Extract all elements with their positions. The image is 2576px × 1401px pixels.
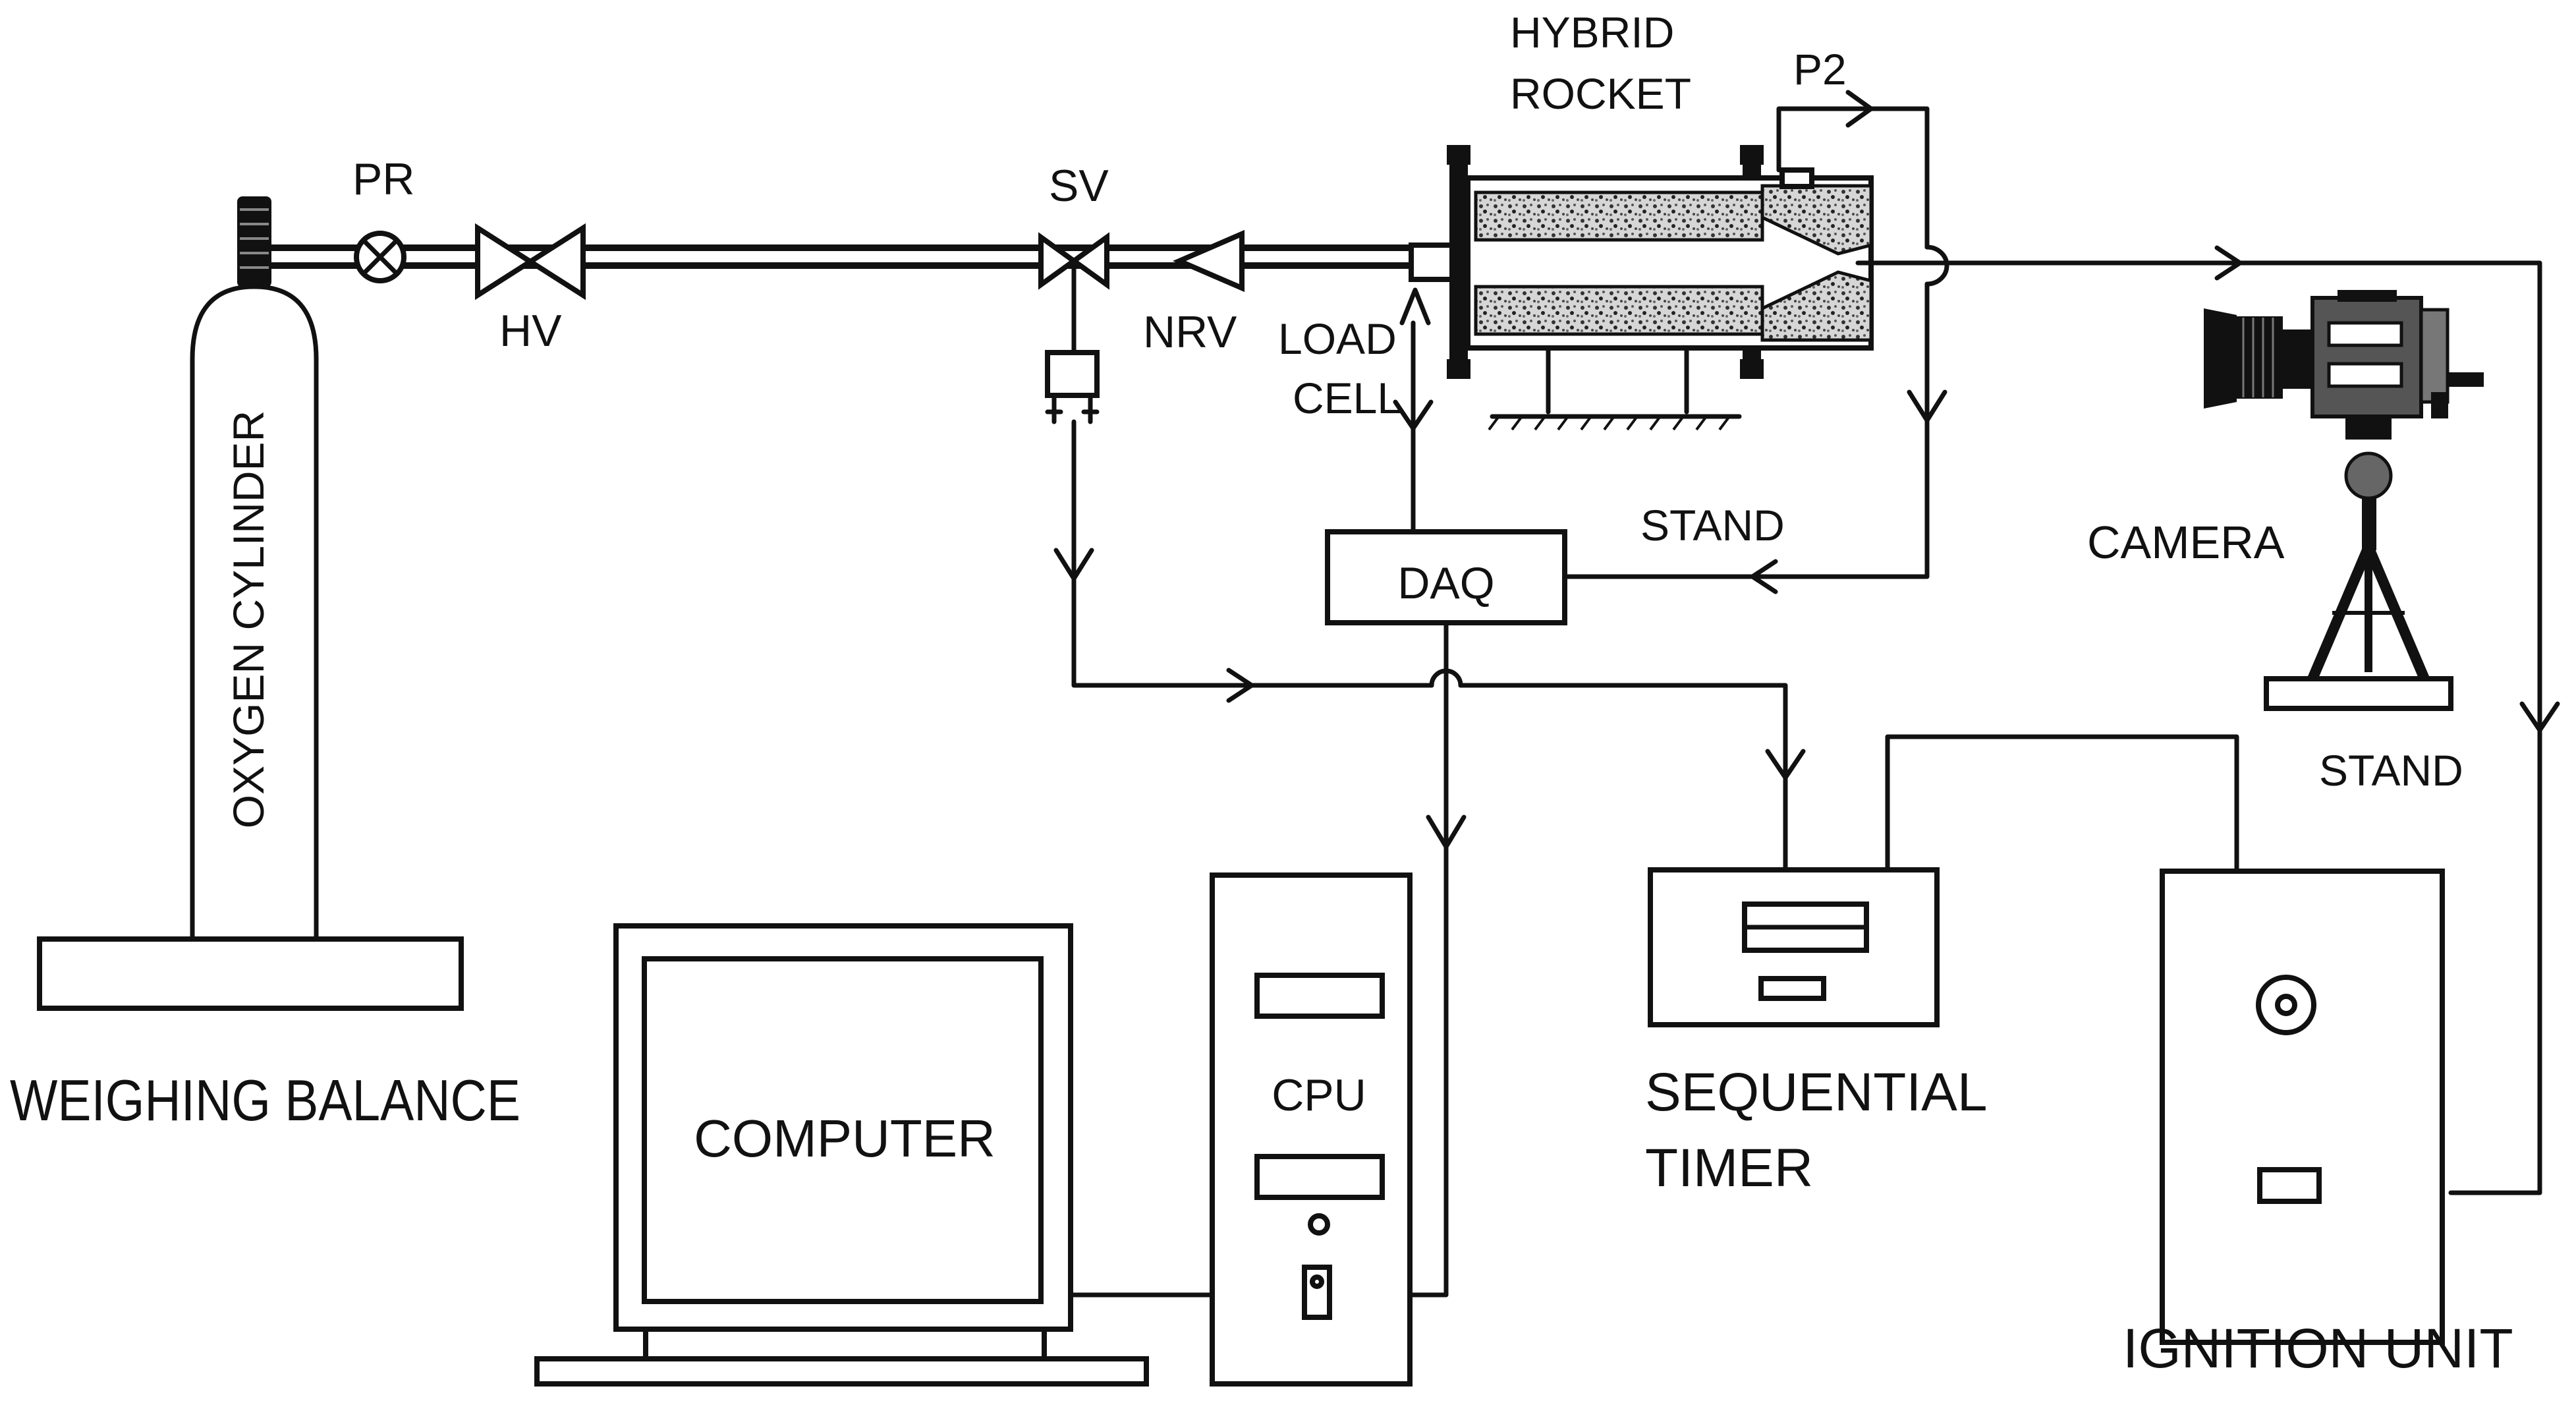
daq-box bbox=[1325, 529, 1567, 625]
oxidizer-feed-line bbox=[271, 244, 1416, 269]
pr-label: PR bbox=[352, 154, 414, 204]
daq-label: DAQ bbox=[1397, 558, 1494, 608]
weighing-balance bbox=[37, 936, 464, 1011]
cpu-label: CPU bbox=[1272, 1070, 1366, 1120]
sv-label: SV bbox=[1049, 161, 1109, 211]
pressure-signal-line bbox=[1562, 90, 1949, 594]
load-cell-icon bbox=[1399, 287, 1431, 326]
sequential-timer-box bbox=[1648, 867, 1940, 1027]
oxygen-cylinder-label: OXYGEN CYLINDER bbox=[224, 411, 273, 828]
hand-valve-icon bbox=[475, 223, 586, 300]
oxygen-cylinder: OXYGEN CYLINDER bbox=[190, 196, 319, 942]
pressure-regulator-icon bbox=[354, 231, 406, 283]
computer-monitor-icon bbox=[534, 923, 1149, 1387]
nrv-label: NRV bbox=[1143, 307, 1237, 357]
hv-label: HV bbox=[499, 306, 562, 356]
load-cell-label-line1: LOAD bbox=[1278, 314, 1397, 363]
hybrid-rocket-label-line1: HYBRID bbox=[1510, 8, 1674, 57]
camera-label: CAMERA bbox=[2087, 517, 2285, 568]
weighing-balance-label: WEIGHING BALANCE bbox=[10, 1068, 520, 1133]
load-cell-label-line2: CELL bbox=[1293, 374, 1401, 422]
non-return-valve-icon bbox=[1172, 229, 1245, 293]
timer-to-ignition-line bbox=[1885, 734, 2239, 872]
load-cell-signal-line bbox=[1393, 320, 1434, 533]
cpu-tower-icon bbox=[1210, 872, 1413, 1387]
sequential-timer-label-line2: TIMER bbox=[1645, 1138, 1813, 1198]
hybrid-rocket-motor bbox=[1409, 145, 1874, 431]
stand-rocket-label: STAND bbox=[1640, 501, 1785, 550]
ignition-unit-label: IGNITION UNIT bbox=[2123, 1317, 2513, 1379]
camera-stand bbox=[2264, 676, 2453, 711]
computer-label: COMPUTER bbox=[694, 1109, 995, 1168]
hybrid-rocket-label-line2: ROCKET bbox=[1510, 69, 1691, 118]
sequential-timer-label-line1: SEQUENTIAL bbox=[1645, 1062, 1987, 1122]
sv-control-line bbox=[1053, 419, 1806, 871]
solenoid-valve-icon bbox=[1038, 232, 1109, 424]
ignition-line bbox=[1855, 245, 2560, 1195]
ignition-unit-box bbox=[2160, 869, 2445, 1345]
p2-label: P2 bbox=[1793, 45, 1847, 94]
stand-camera-label: STAND bbox=[2319, 746, 2463, 795]
camera-icon bbox=[2204, 290, 2484, 681]
